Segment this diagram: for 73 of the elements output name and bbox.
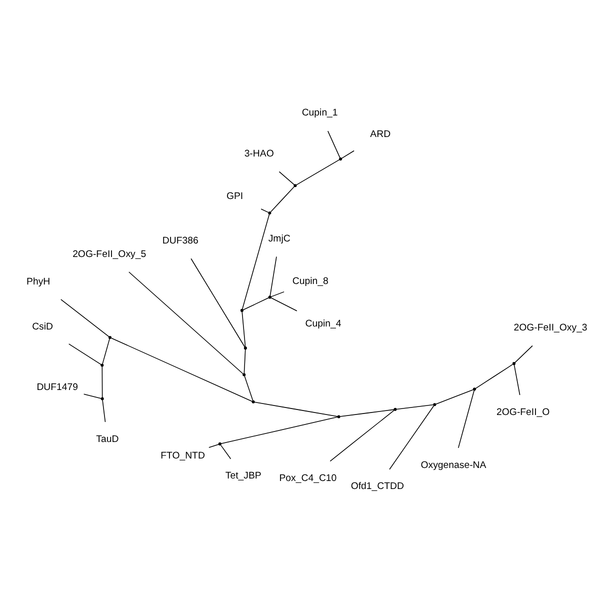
node-point: [339, 158, 342, 161]
node-point: [240, 308, 244, 312]
node-point: [242, 373, 246, 376]
connector: [111, 338, 252, 402]
node-text: Cupin_1: [302, 108, 338, 119]
node-text: JmjC: [268, 234, 290, 245]
node-point: [337, 415, 340, 418]
connector: [475, 364, 513, 389]
connector: [102, 366, 103, 398]
node-text: Tet_JBP: [225, 470, 262, 482]
connector: [208, 444, 220, 448]
node-text: 3-HAO: [244, 148, 274, 160]
node-point: [100, 364, 104, 367]
connector: [270, 291, 284, 298]
node-text: Ofd1_CTDD: [350, 481, 404, 492]
node-point: [252, 400, 255, 404]
connector: [254, 402, 338, 417]
connector: [128, 272, 244, 374]
connector: [389, 405, 434, 470]
connector: [278, 171, 295, 186]
node-point: [394, 408, 397, 411]
node-point: [472, 388, 476, 391]
node-text: CsiD: [32, 322, 54, 333]
node-text: 2OG-FeII_Oxy_5: [72, 248, 146, 260]
connector: [270, 186, 295, 212]
node-text: Oxygenase-NA: [420, 460, 486, 472]
connector: [244, 348, 246, 374]
connector: [341, 150, 354, 159]
node-text: FTO_NTD: [160, 450, 205, 462]
connector: [102, 338, 110, 364]
node-text: Cupin_4: [305, 318, 342, 330]
connector: [242, 297, 270, 310]
connector: [435, 389, 474, 405]
node-point: [294, 184, 297, 188]
connector: [514, 345, 533, 364]
connector: [220, 444, 232, 460]
connector: [396, 404, 434, 410]
connector: [296, 159, 340, 186]
connector: [260, 208, 269, 213]
node-point: [512, 362, 516, 366]
connector: [83, 394, 102, 399]
node-text: DUF1479: [36, 382, 78, 393]
connector: [340, 409, 394, 417]
node-text: 2OG-FeII_Oxy_3: [514, 322, 588, 334]
connector: [242, 214, 270, 310]
connector: [190, 258, 246, 348]
node-text: GPI: [226, 191, 244, 202]
connector: [102, 400, 106, 422]
node-point: [268, 296, 272, 299]
node-point: [268, 212, 272, 215]
node-point: [108, 336, 112, 339]
node-text: TauD: [96, 434, 119, 445]
connector: [327, 130, 340, 158]
node-text: PhyH: [26, 276, 50, 288]
connector: [330, 410, 395, 462]
node-text: 2OG-FeII_O: [496, 406, 550, 418]
connector: [244, 376, 254, 402]
node-point: [244, 346, 247, 350]
connector: [220, 416, 338, 444]
connector: [242, 311, 246, 348]
connector: [514, 364, 520, 396]
node-text: DUF386: [162, 236, 198, 247]
node-point: [100, 397, 104, 400]
connector: [68, 344, 102, 365]
connector: [458, 390, 475, 448]
node-point: [218, 442, 222, 446]
node-point: [433, 403, 436, 406]
connector: [60, 299, 110, 338]
node-text: Cupin_8: [292, 276, 328, 288]
connector: [270, 298, 298, 312]
node-text: Pox_C4_C10: [279, 473, 337, 484]
connector: [270, 256, 277, 296]
node-text: ARD: [370, 129, 391, 140]
